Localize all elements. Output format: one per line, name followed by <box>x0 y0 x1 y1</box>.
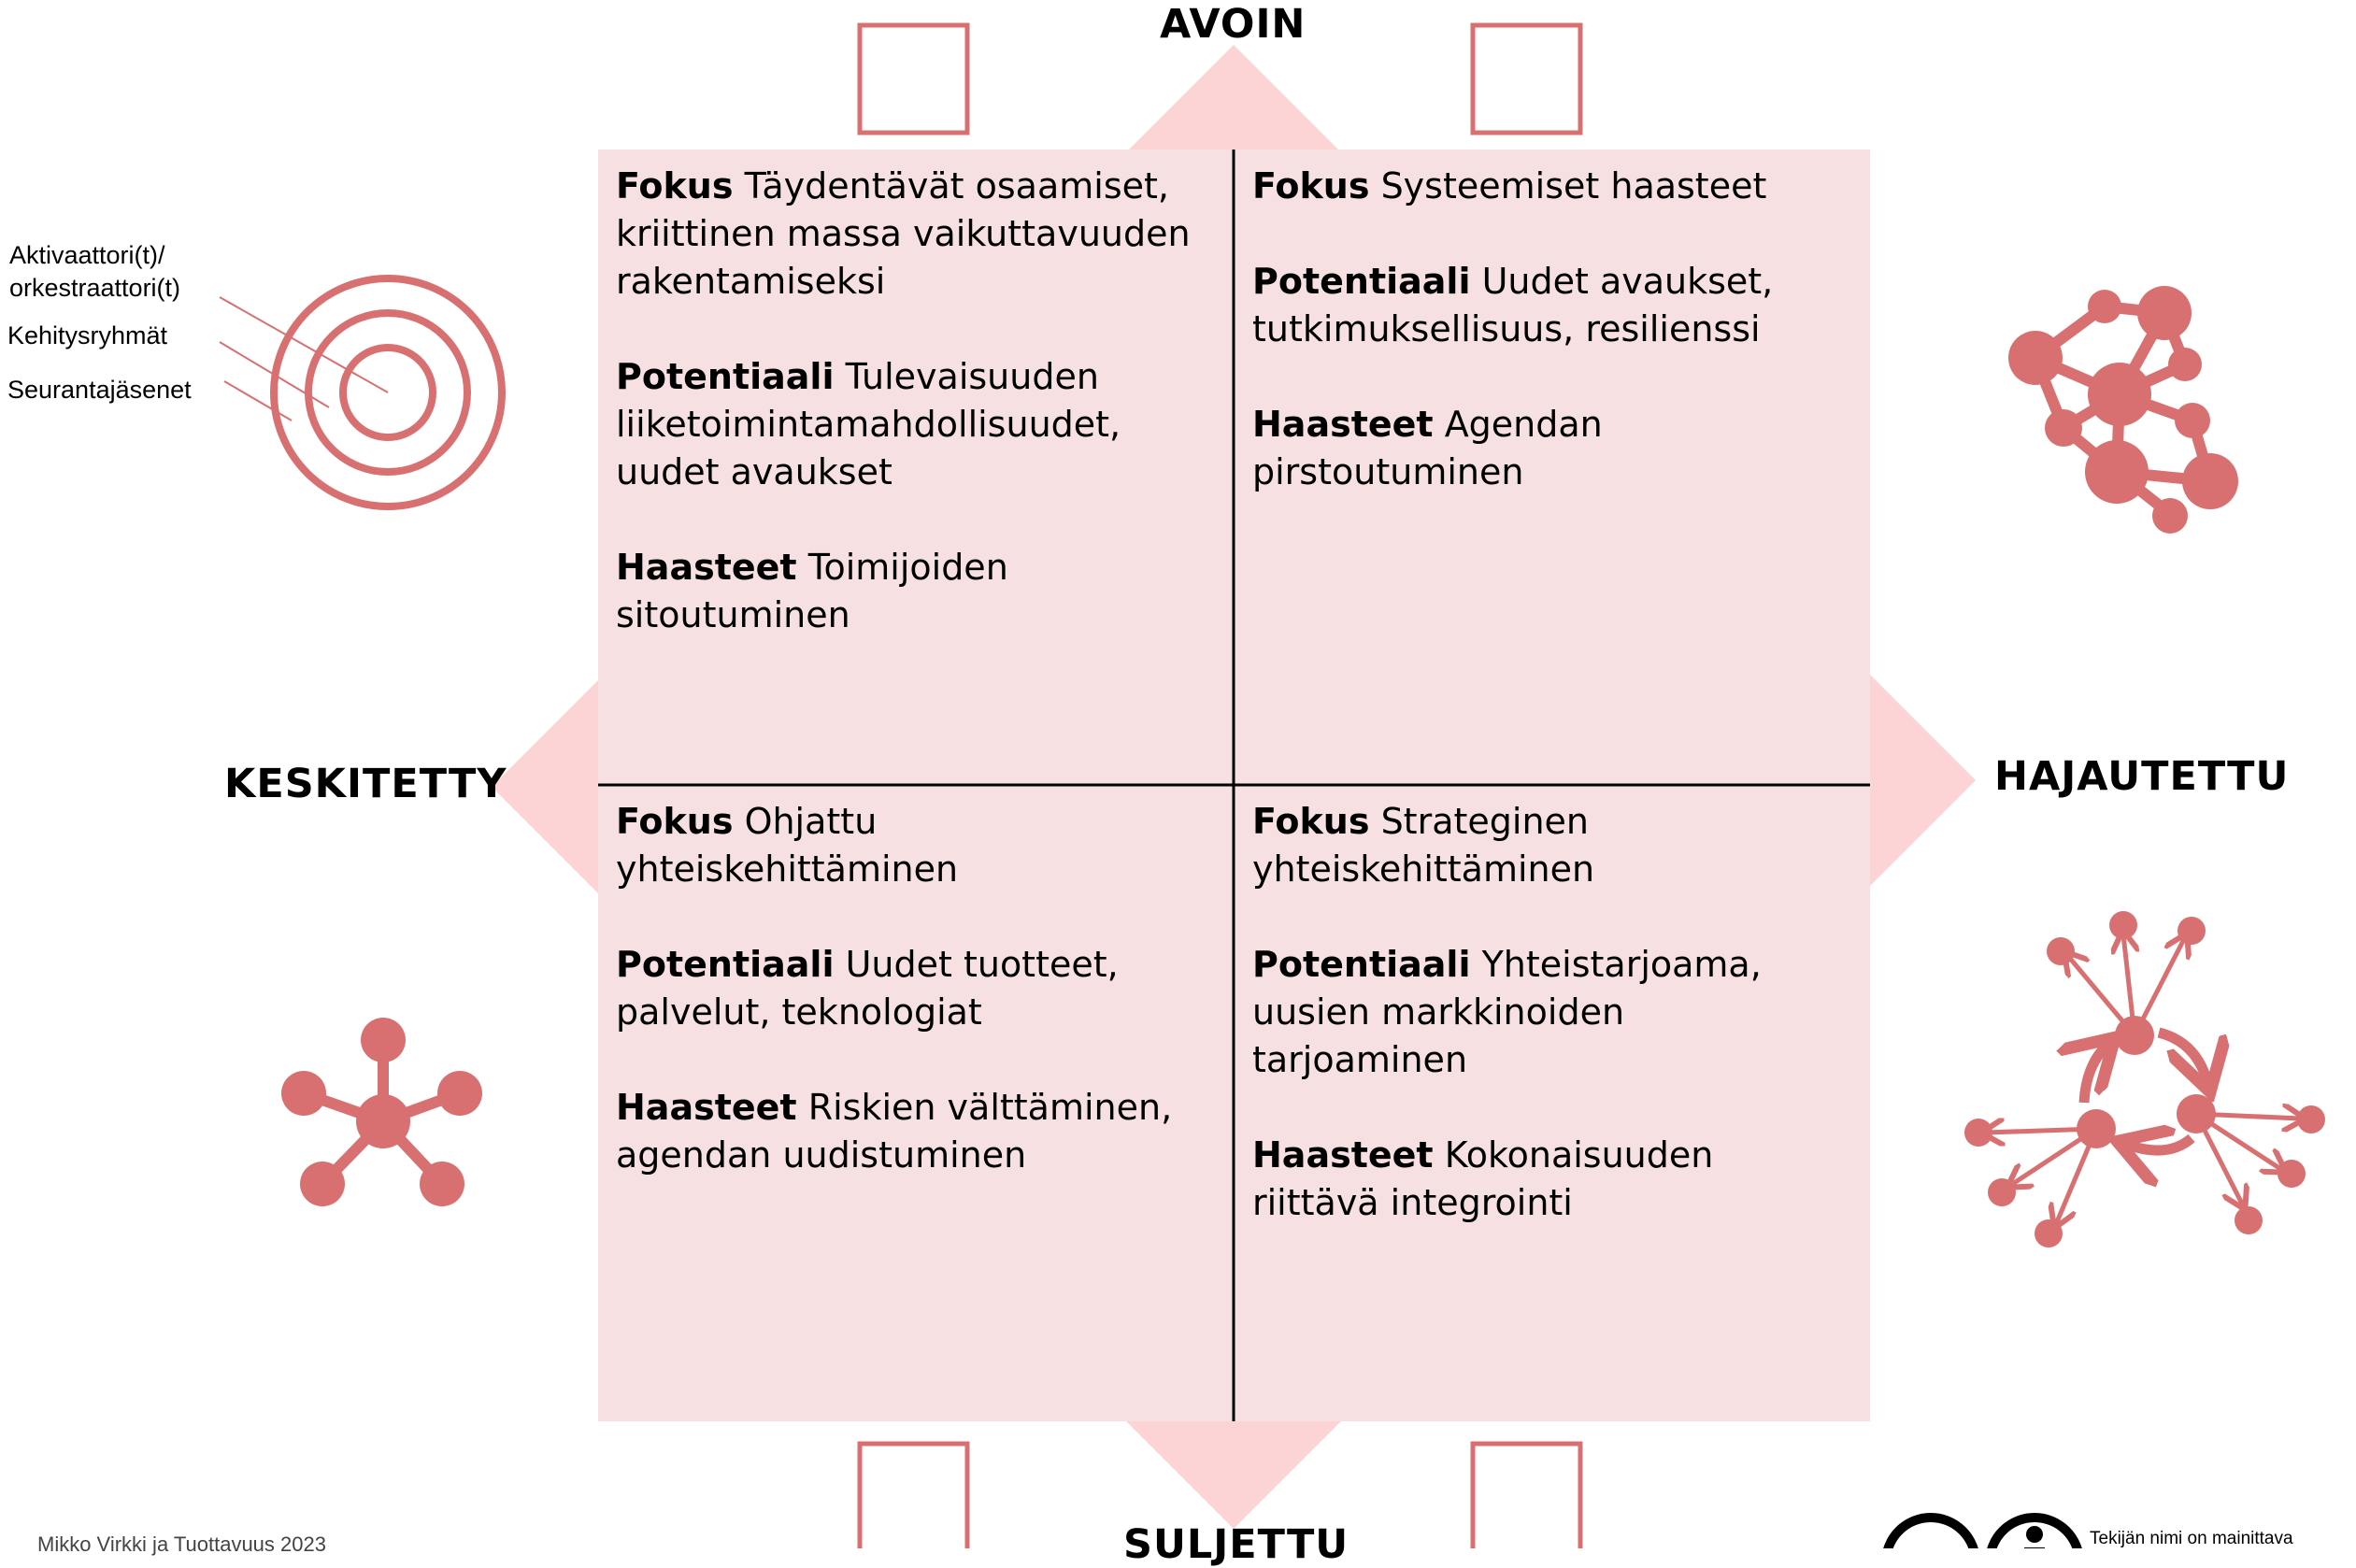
potential-line: Potentiaali Uudet tuotteet, palvelut, te… <box>616 944 1119 1033</box>
checkbox-icon <box>1470 22 1583 135</box>
quadrant-bottom-left: Fokus Ohjattu yhteiskehittäminen Potenti… <box>616 798 1214 1227</box>
checkbox-icon <box>1470 1441 1583 1548</box>
challenges-line: Haasteet Agendan pirstoutuminen <box>1252 404 1603 492</box>
molecule-network-icon <box>2008 286 2238 534</box>
cc-icon: cc <box>1883 1513 1978 1548</box>
arrow-right <box>1867 672 1976 889</box>
legend-dev-groups: Kehitysryhmät <box>7 321 168 349</box>
quadrant-top-right: Fokus Systeemiset haasteet Potentiaali U… <box>1252 163 1850 544</box>
checkbox-icon <box>857 22 970 135</box>
axis-label-left: KESKITETTY <box>224 761 507 807</box>
svg-text:cc: cc <box>1906 1542 1955 1548</box>
challenges-line: Haasteet Riskien välttäminen, agendan uu… <box>616 1087 1173 1176</box>
potential-line: Potentiaali Uudet avaukset, tutkimuksell… <box>1252 261 1774 349</box>
quadrant-top-left: Fokus Täydentävät osaamiset, kriittinen … <box>616 163 1214 687</box>
axis-label-right: HAJAUTETTU <box>1994 753 2290 800</box>
by-icon <box>1987 1513 2082 1548</box>
axis-label-bottom: SULJETTU <box>1123 1521 1349 1568</box>
challenges-line: Haasteet Kokonaisuuden riittävä integroi… <box>1252 1134 1714 1223</box>
distributed-network-nodes <box>1964 911 2325 1247</box>
legend-orchestrator: Aktivaattori(t)/ orkestraattori(t) <box>9 241 181 302</box>
axis-label-top: AVOIN <box>1160 1 1307 48</box>
quadrant-bottom-right: Fokus Strateginen yhteiskehittäminen Pot… <box>1252 798 1850 1275</box>
focus-line: Fokus Ohjattu yhteiskehittäminen <box>616 801 959 890</box>
focus-line: Fokus Systeemiset haasteet <box>1252 165 1767 207</box>
arrow-up <box>1125 45 1342 153</box>
focus-line: Fokus Strateginen yhteiskehittäminen <box>1252 801 1595 890</box>
legend-followers: Seurantajäsenet <box>7 376 192 404</box>
hub-star-icon <box>281 1018 482 1206</box>
license-note: Tekijän nimi on mainittava <box>2090 1529 2293 1548</box>
target-rings-icon <box>219 275 506 510</box>
distributed-network-icon <box>1986 934 2301 1224</box>
arrow-down <box>1125 1420 1342 1529</box>
potential-line: Potentiaali Yhteistarjoama, uusien markk… <box>1252 944 1762 1080</box>
focus-line: Fokus Täydentävät osaamiset, kriittinen … <box>616 165 1191 302</box>
arrow-left <box>492 678 600 895</box>
challenges-line: Haasteet Toimijoiden sitoutuminen <box>616 547 1008 635</box>
potential-line: Potentiaali Tulevaisuuden liiketoimintam… <box>616 356 1121 492</box>
checkbox-icon <box>857 1441 970 1548</box>
credit-text: Mikko Virkki ja Tuottavuus 2023 <box>37 1532 326 1556</box>
